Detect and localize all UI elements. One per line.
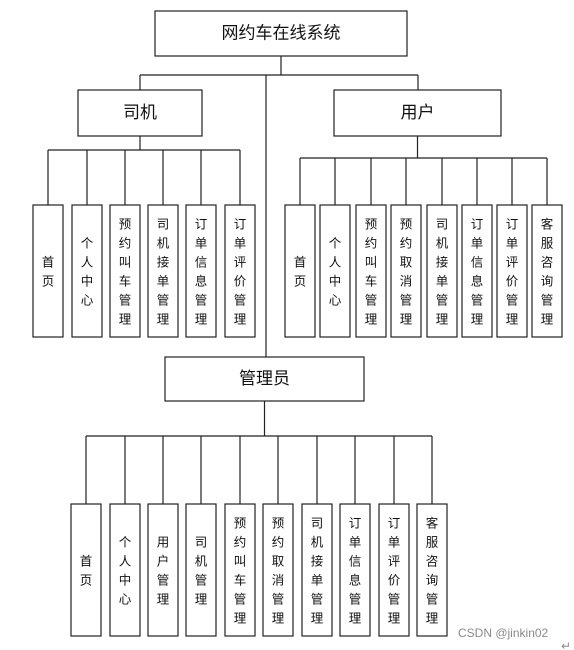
user-leaf-label: 订单评价管理 <box>506 216 519 326</box>
admin-leaf-label: 预约叫车管理 <box>234 515 247 625</box>
user-leaf-box <box>531 204 563 338</box>
driver-leaf-box <box>224 204 256 338</box>
user-leaf-label: 司机接单管理 <box>436 216 449 326</box>
node-labels: 网约车在线系统司机首页个人中心预约叫车管理司机接单管理订单信息管理订单评价管理用… <box>42 24 554 626</box>
admin-leaf-box <box>224 503 256 637</box>
driver-leaf-label: 订单评价管理 <box>234 216 247 326</box>
admin-leaf-box <box>301 503 333 637</box>
admin-leaf-label: 用户管理 <box>157 534 170 606</box>
admin-leaf-label: 首页 <box>80 553 93 587</box>
user-leaf-label: 首页 <box>294 254 307 288</box>
user-leaf-label: 客服咨询管理 <box>541 216 554 326</box>
watermark-text: CSDN @jinkin02 <box>458 626 549 640</box>
driver-leaf-label: 个人中心 <box>81 235 94 307</box>
admin-leaf-box <box>185 503 217 637</box>
admin-leaf-label: 司机接单管理 <box>311 515 324 625</box>
driver-node-label: 司机 <box>123 103 157 123</box>
user-leaf-box <box>496 204 528 338</box>
driver-leaf-label: 首页 <box>42 254 55 288</box>
user-leaf-box <box>355 204 387 338</box>
admin-leaf-label: 订单评价管理 <box>388 515 401 625</box>
user-leaf-box <box>426 204 458 338</box>
admin-node-label: 管理员 <box>239 369 290 389</box>
admin-leaf-label: 客服咨询管理 <box>426 515 439 625</box>
driver-leaf-box <box>185 204 217 338</box>
admin-leaf-box <box>339 503 371 637</box>
root-node-label: 网约车在线系统 <box>222 24 341 44</box>
admin-leaf-box <box>109 503 141 637</box>
driver-leaf-box <box>109 204 141 338</box>
user-node-box <box>333 89 502 137</box>
connector-lines <box>47 56 548 504</box>
driver-leaf-box <box>32 204 64 338</box>
admin-leaf-box <box>70 503 102 637</box>
user-leaf-box <box>319 204 351 338</box>
user-leaf-box <box>284 204 316 338</box>
driver-node-box <box>77 89 203 137</box>
driver-leaf-box <box>147 204 179 338</box>
admin-leaf-label: 订单信息管理 <box>349 515 362 625</box>
user-leaf-label: 订单信息管理 <box>471 216 484 326</box>
user-leaf-label: 预约取消管理 <box>400 216 413 326</box>
admin-leaf-box <box>262 503 294 637</box>
user-node-label: 用户 <box>401 103 435 123</box>
user-leaf-box <box>461 204 493 338</box>
admin-leaf-box <box>416 503 448 637</box>
user-leaf-label: 个人中心 <box>329 235 342 307</box>
driver-leaf-label: 预约叫车管理 <box>119 216 132 326</box>
driver-leaf-label: 司机接单管理 <box>157 216 170 326</box>
return-mark: ↵ <box>561 639 571 650</box>
user-leaf-label: 预约叫车管理 <box>365 216 378 326</box>
user-leaf-box <box>390 204 422 338</box>
admin-leaf-box <box>147 503 179 637</box>
admin-leaf-box <box>378 503 410 637</box>
admin-node-box <box>164 356 365 402</box>
root-node-box <box>154 10 408 57</box>
driver-leaf-label: 订单信息管理 <box>195 216 208 326</box>
driver-leaf-box <box>71 204 103 338</box>
node-boxes <box>32 10 563 637</box>
admin-leaf-label: 个人中心 <box>119 534 132 606</box>
admin-leaf-label: 司机管理 <box>195 534 208 606</box>
admin-leaf-label: 预约取消管理 <box>272 515 285 625</box>
